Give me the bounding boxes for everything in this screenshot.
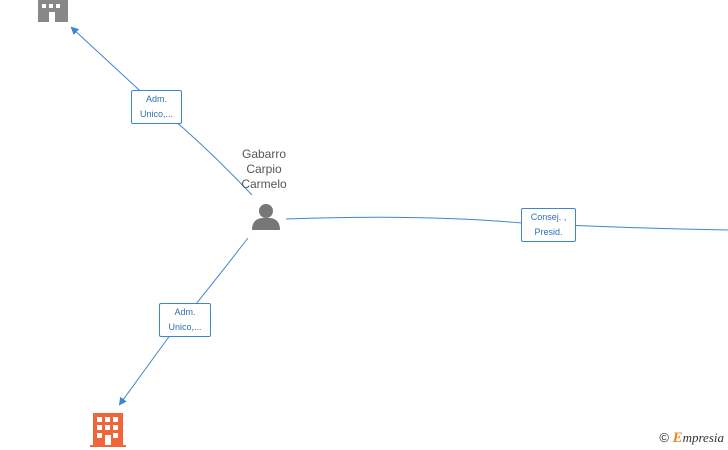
brand-rest: mpresia	[682, 430, 724, 445]
edge-label-line: Consej. ,	[530, 212, 567, 222]
edge-label-line: Adm.	[174, 307, 196, 317]
edge-label-bottom-company[interactable]: Adm. Unico,...	[159, 303, 211, 337]
person-name-line-1: Gabarro	[241, 147, 287, 161]
brand-initial: E	[672, 430, 683, 446]
edge-label-line: Unico,...	[139, 109, 173, 119]
person-name-line-2: Carpio	[246, 162, 282, 176]
company-building-icon-top[interactable]	[38, 0, 68, 22]
copyright-symbol: ©	[659, 430, 669, 445]
brand-logo: Empresia	[672, 430, 724, 446]
copyright-credit: © Empresia	[659, 430, 724, 447]
edge-label-line: Unico,...	[168, 322, 202, 332]
person-name-line-3: Carmelo	[241, 177, 287, 191]
edge-label-line: Presid.	[534, 227, 563, 237]
edge-label-right[interactable]: Consej. , Presid.	[521, 208, 576, 242]
person-icon[interactable]	[252, 204, 280, 230]
company-building-icon-bottom[interactable]	[90, 413, 126, 447]
person-name-label[interactable]: Gabarro Carpio Carmelo	[224, 147, 304, 192]
edge-label-line: Adm.	[145, 94, 167, 104]
edge-label-top-company[interactable]: Adm. Unico,...	[131, 90, 182, 124]
edge-line-right	[285, 216, 728, 231]
